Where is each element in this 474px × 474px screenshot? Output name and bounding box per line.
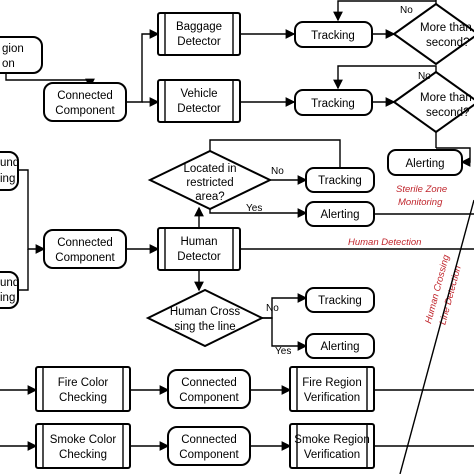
smoke-color-line1: Smoke Color [50, 434, 117, 446]
cross-yes-label: Yes [275, 346, 291, 357]
baggage-line2: Detector [177, 36, 221, 48]
region-input-box [0, 36, 43, 74]
decision2-no-label: No [418, 71, 431, 82]
baggage-line1: Baggage [176, 21, 222, 33]
background-box-1 [0, 151, 19, 191]
tracking3-loop [209, 139, 341, 168]
smoke-color-line2: Checking [59, 449, 107, 461]
human-line2: Detector [177, 251, 221, 263]
smoke-region-box [289, 423, 375, 469]
arrow-bg1-to-cc [18, 169, 46, 254]
fire-cc-line1: Connected [181, 377, 237, 389]
sterile-line2: Monitoring [398, 197, 443, 208]
decision1-no-loop [333, 0, 436, 22]
fire-cc-line2: Component [179, 392, 239, 404]
smoke-region-line2: Verification [304, 449, 360, 461]
decision2-no-loop [333, 65, 437, 90]
human-line1: Human [180, 236, 217, 248]
tracking-1-label: Tracking [311, 30, 355, 42]
decision2-line1: More than [420, 92, 472, 104]
alerting-box-right [387, 149, 463, 176]
smoke-cc-line1: Connected [181, 434, 237, 446]
located-line1: Located in [183, 163, 236, 175]
fire-region-box [289, 366, 375, 412]
background-frag2-b: ing [0, 292, 15, 304]
fire-color-line1: Fire Color [58, 377, 109, 389]
vehicle-line2: Detector [177, 103, 221, 115]
tracking-2-label: Tracking [311, 98, 355, 110]
background-frag1-a: und [0, 157, 19, 169]
region-label-bottom: on [2, 58, 15, 70]
decision1-line2: second? [426, 37, 469, 49]
fire-cc-box [167, 369, 251, 409]
alerting-middle-label: Alerting [321, 209, 360, 221]
arrow-located-yes-to-alerting [209, 208, 308, 218]
cross-line1: Human Cross [170, 306, 241, 318]
decision1-line1: More than [420, 22, 472, 34]
human-detector-box [157, 227, 241, 271]
human-cross-decision [145, 288, 265, 348]
tracking-4-label: Tracking [318, 295, 362, 307]
background-frag2-a: und [0, 277, 19, 289]
alerting-bottom-label: Alerting [321, 341, 360, 353]
arrow-cc-to-baggage [126, 29, 160, 103]
located-no-label: No [271, 166, 284, 177]
arrow-bg2-to-cc [18, 249, 29, 291]
human-detection-label: Human Detection [348, 237, 421, 248]
arrow-cross-yes-to-alerting [262, 317, 308, 351]
alerting-right-label: Alerting [406, 158, 445, 170]
smoke-color-box [35, 423, 131, 469]
annotation-divider [399, 199, 474, 474]
smoke-cc-line2: Component [179, 449, 239, 461]
cc-bottom-line2: Component [55, 252, 115, 264]
cc-top-line2: Component [55, 105, 115, 117]
fire-region-line2: Verification [304, 392, 360, 404]
vehicle-line1: Vehicle [180, 88, 217, 100]
located-line3: area? [195, 191, 224, 203]
cc-bottom-line1: Connected [57, 237, 113, 249]
region-label-top: gion [2, 43, 24, 55]
fire-color-box [35, 366, 131, 412]
sterile-line1: Sterile Zone [396, 184, 447, 195]
more-than-decision-2 [392, 70, 474, 134]
located-yes-label: Yes [246, 203, 262, 214]
decision1-no-label: No [400, 5, 413, 16]
decision2-line2: second? [426, 107, 469, 119]
cc-top-line1: Connected [57, 90, 113, 102]
tracking-box-4 [305, 287, 375, 313]
located-line2: restricted [186, 177, 233, 189]
fire-color-line2: Checking [59, 392, 107, 404]
baggage-detector-box [157, 12, 241, 56]
cross-line2: sing the line [174, 321, 235, 333]
cross-no-label: No [266, 303, 279, 314]
fire-region-line1: Fire Region [302, 377, 361, 389]
alerting-box-bottom [305, 333, 375, 359]
decision2-yes-to-alerting [436, 147, 471, 167]
background-frag1-b: ing [0, 173, 15, 185]
tracking-3-label: Tracking [318, 175, 362, 187]
smoke-region-line1: Smoke Region [294, 434, 369, 446]
more-than-decision-1 [392, 2, 474, 66]
vehicle-detector-box [157, 79, 241, 123]
